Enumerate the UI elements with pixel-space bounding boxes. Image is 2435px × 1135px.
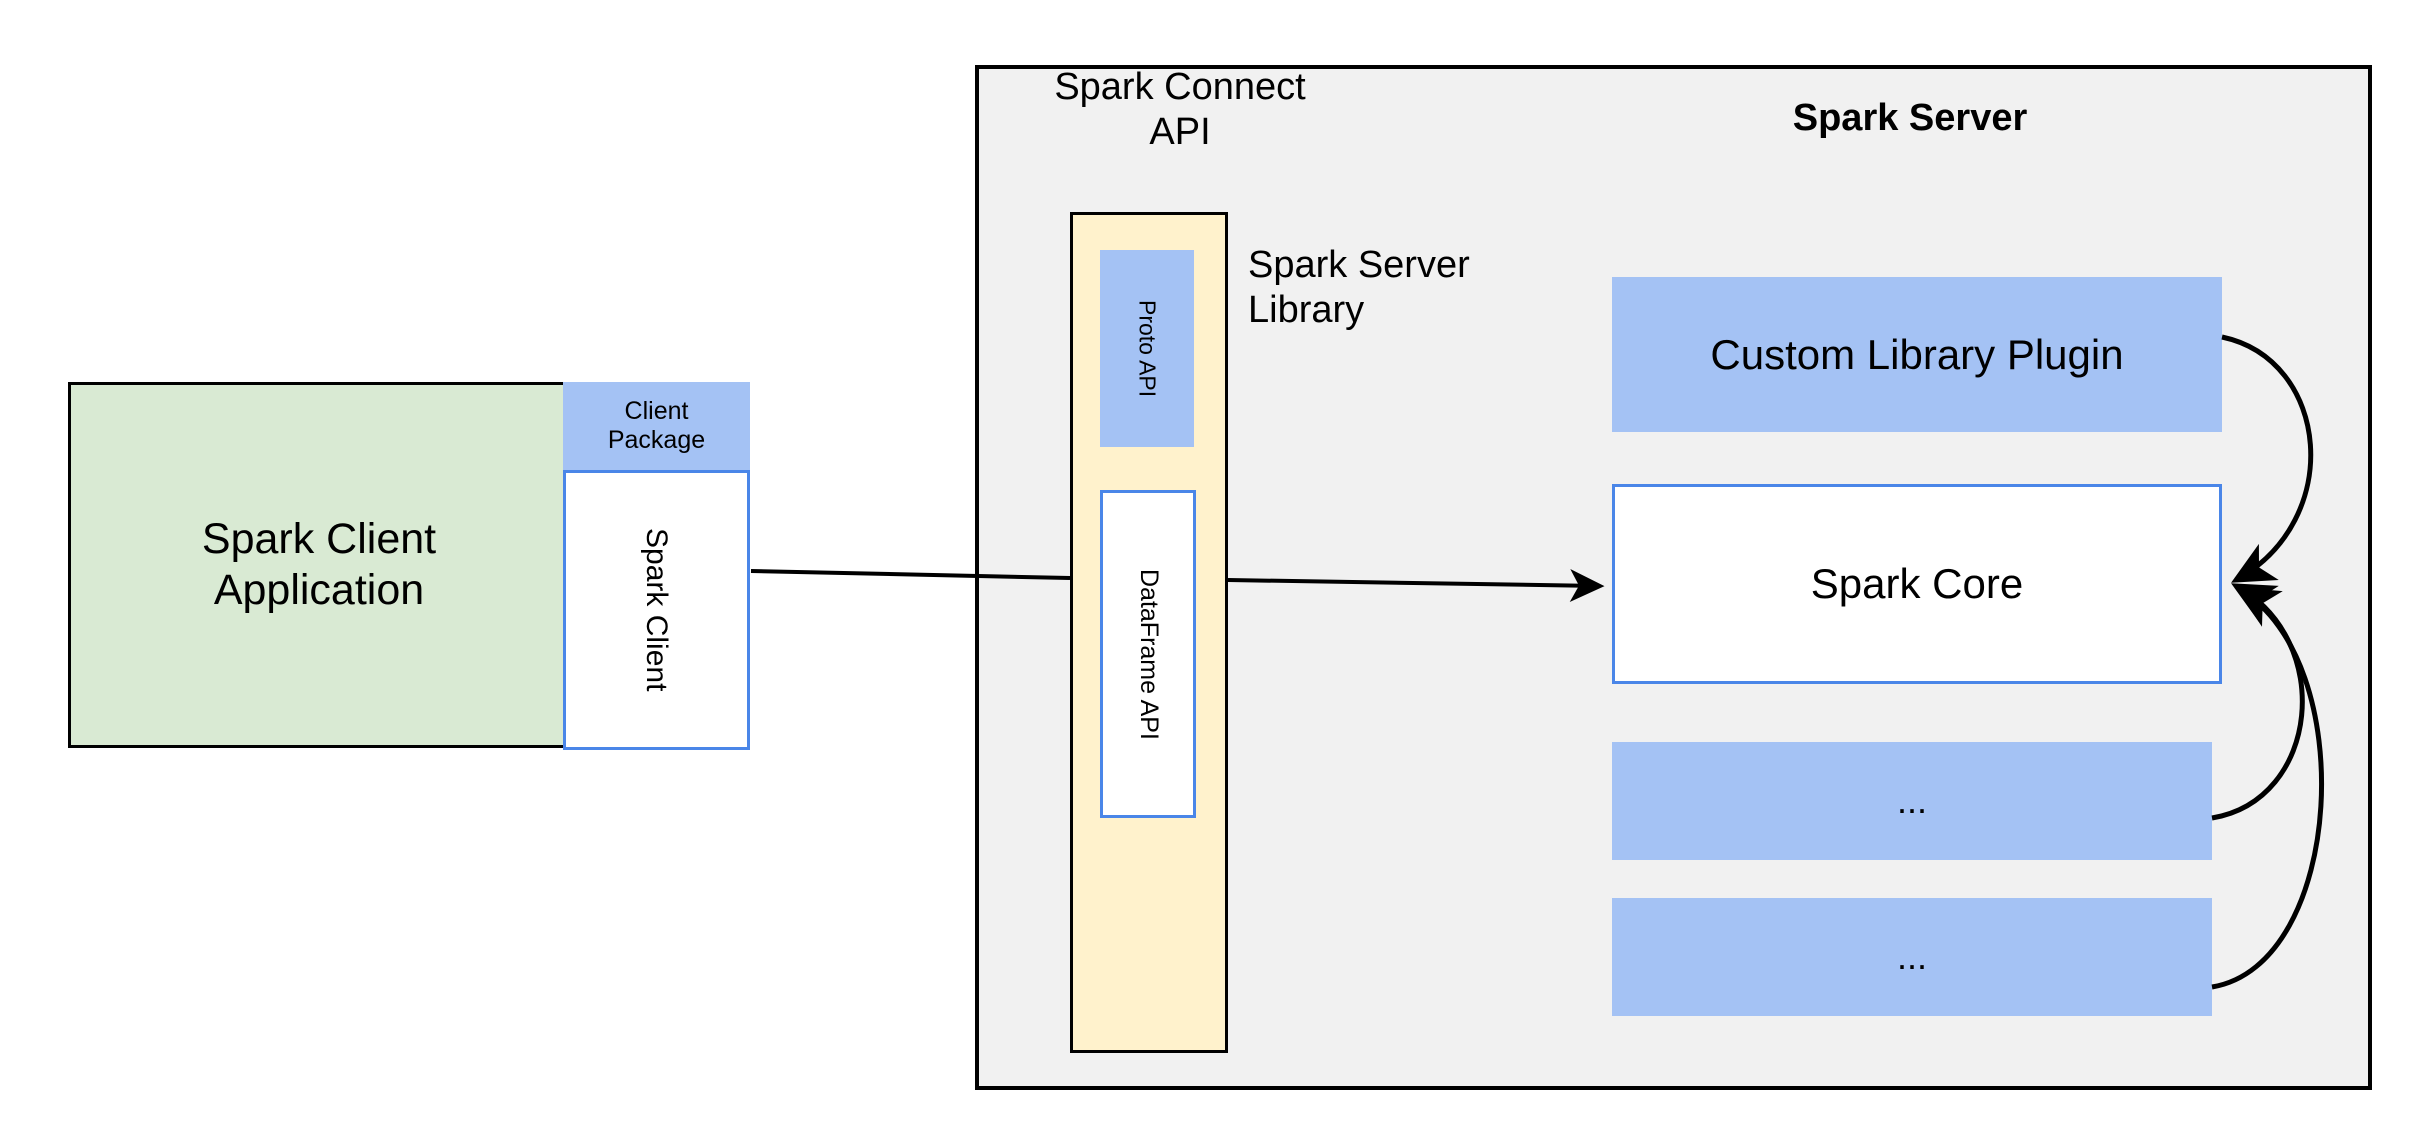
spark-core-label: Spark Core <box>1810 560 2024 608</box>
ellipsis-module-label-2: ... <box>1896 935 1927 977</box>
custom-library-plugin-box[interactable]: Custom Library Plugin <box>1612 277 2222 432</box>
ellipsis-module-box-1[interactable]: ... <box>1612 742 2212 860</box>
spark-client-box[interactable]: Spark Client <box>563 470 750 750</box>
dataframe-api-box[interactable]: DataFrame API <box>1100 490 1196 818</box>
spark-server-title: Spark Server <box>1792 96 2028 139</box>
spark-core-box[interactable]: Spark Core <box>1612 484 2222 684</box>
spark-connect-api-title: Spark Connect API <box>1054 66 1306 153</box>
client-package-box[interactable]: Client Package <box>563 382 750 470</box>
spark-server-library-title: Spark Server Library <box>1248 244 1470 331</box>
ellipsis-module-box-2[interactable]: ... <box>1612 898 2212 1016</box>
client-package-label: Client Package <box>607 396 706 455</box>
proto-api-label: Proto API <box>1134 299 1161 398</box>
spark-client-label: Spark Client <box>640 528 674 692</box>
proto-api-box[interactable]: Proto API <box>1100 250 1194 447</box>
spark-client-application-label: Spark Client Application <box>201 515 437 614</box>
ellipsis-module-label-1: ... <box>1896 779 1927 821</box>
custom-library-plugin-label: Custom Library Plugin <box>1710 330 2124 378</box>
spark-client-application-box[interactable]: Spark Client Application <box>68 382 570 748</box>
dataframe-api-label: DataFrame API <box>1134 568 1163 740</box>
